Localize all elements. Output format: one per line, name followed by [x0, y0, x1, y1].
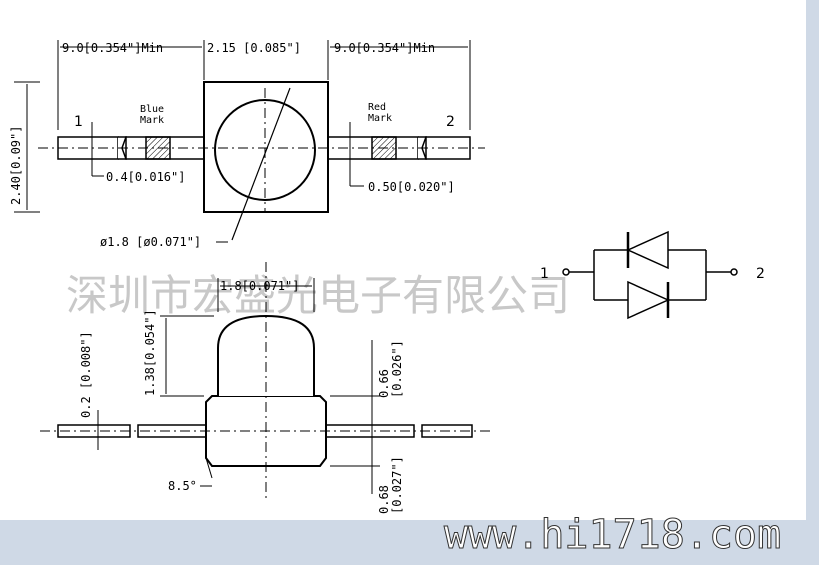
dim-lead-width: 0.50[0.020"] [368, 180, 455, 194]
side-view [40, 262, 490, 500]
dim-lead-thickness: 0.4[0.016"] [106, 170, 185, 184]
dim-height: 2.40[0.09"] [9, 126, 23, 205]
schematic-symbol [562, 230, 738, 320]
dim-upper-height: 0.66[0.026"] [377, 340, 404, 398]
dim-left-lead: 9.0[0.354"]Min [62, 41, 163, 55]
diode-bottom-icon [627, 280, 670, 320]
diode-top-icon [626, 230, 669, 270]
dim-lead-thickness-side: 0.2 [0.008"] [79, 331, 93, 418]
dim-lens-width: 1.8[0.071"] [220, 279, 299, 293]
watermark-url: www.hi1718.com [444, 512, 781, 558]
top-pin-2: 2 [446, 114, 455, 130]
right-band [806, 0, 819, 565]
dim-body-width: 2.15 [0.085"] [207, 41, 301, 55]
dim-right-lead: 9.0[0.354"]Min [334, 41, 435, 55]
schematic-pin-1: 1 [540, 266, 549, 282]
dim-lens-diameter: ø1.8 [ø0.071"] [100, 235, 201, 249]
dim-lens-height: 1.38[0.054"] [143, 309, 157, 396]
watermark-company: 深圳市宏盛光电子有限公司 [66, 271, 570, 320]
dim-lower-height: 0.68[0.027"] [377, 456, 404, 514]
schematic-pin-2: 2 [756, 266, 765, 282]
bottom-band [0, 520, 819, 565]
top-pin-1: 1 [74, 114, 83, 130]
top-view [14, 40, 485, 243]
dim-angle: 8.5° [168, 479, 197, 493]
